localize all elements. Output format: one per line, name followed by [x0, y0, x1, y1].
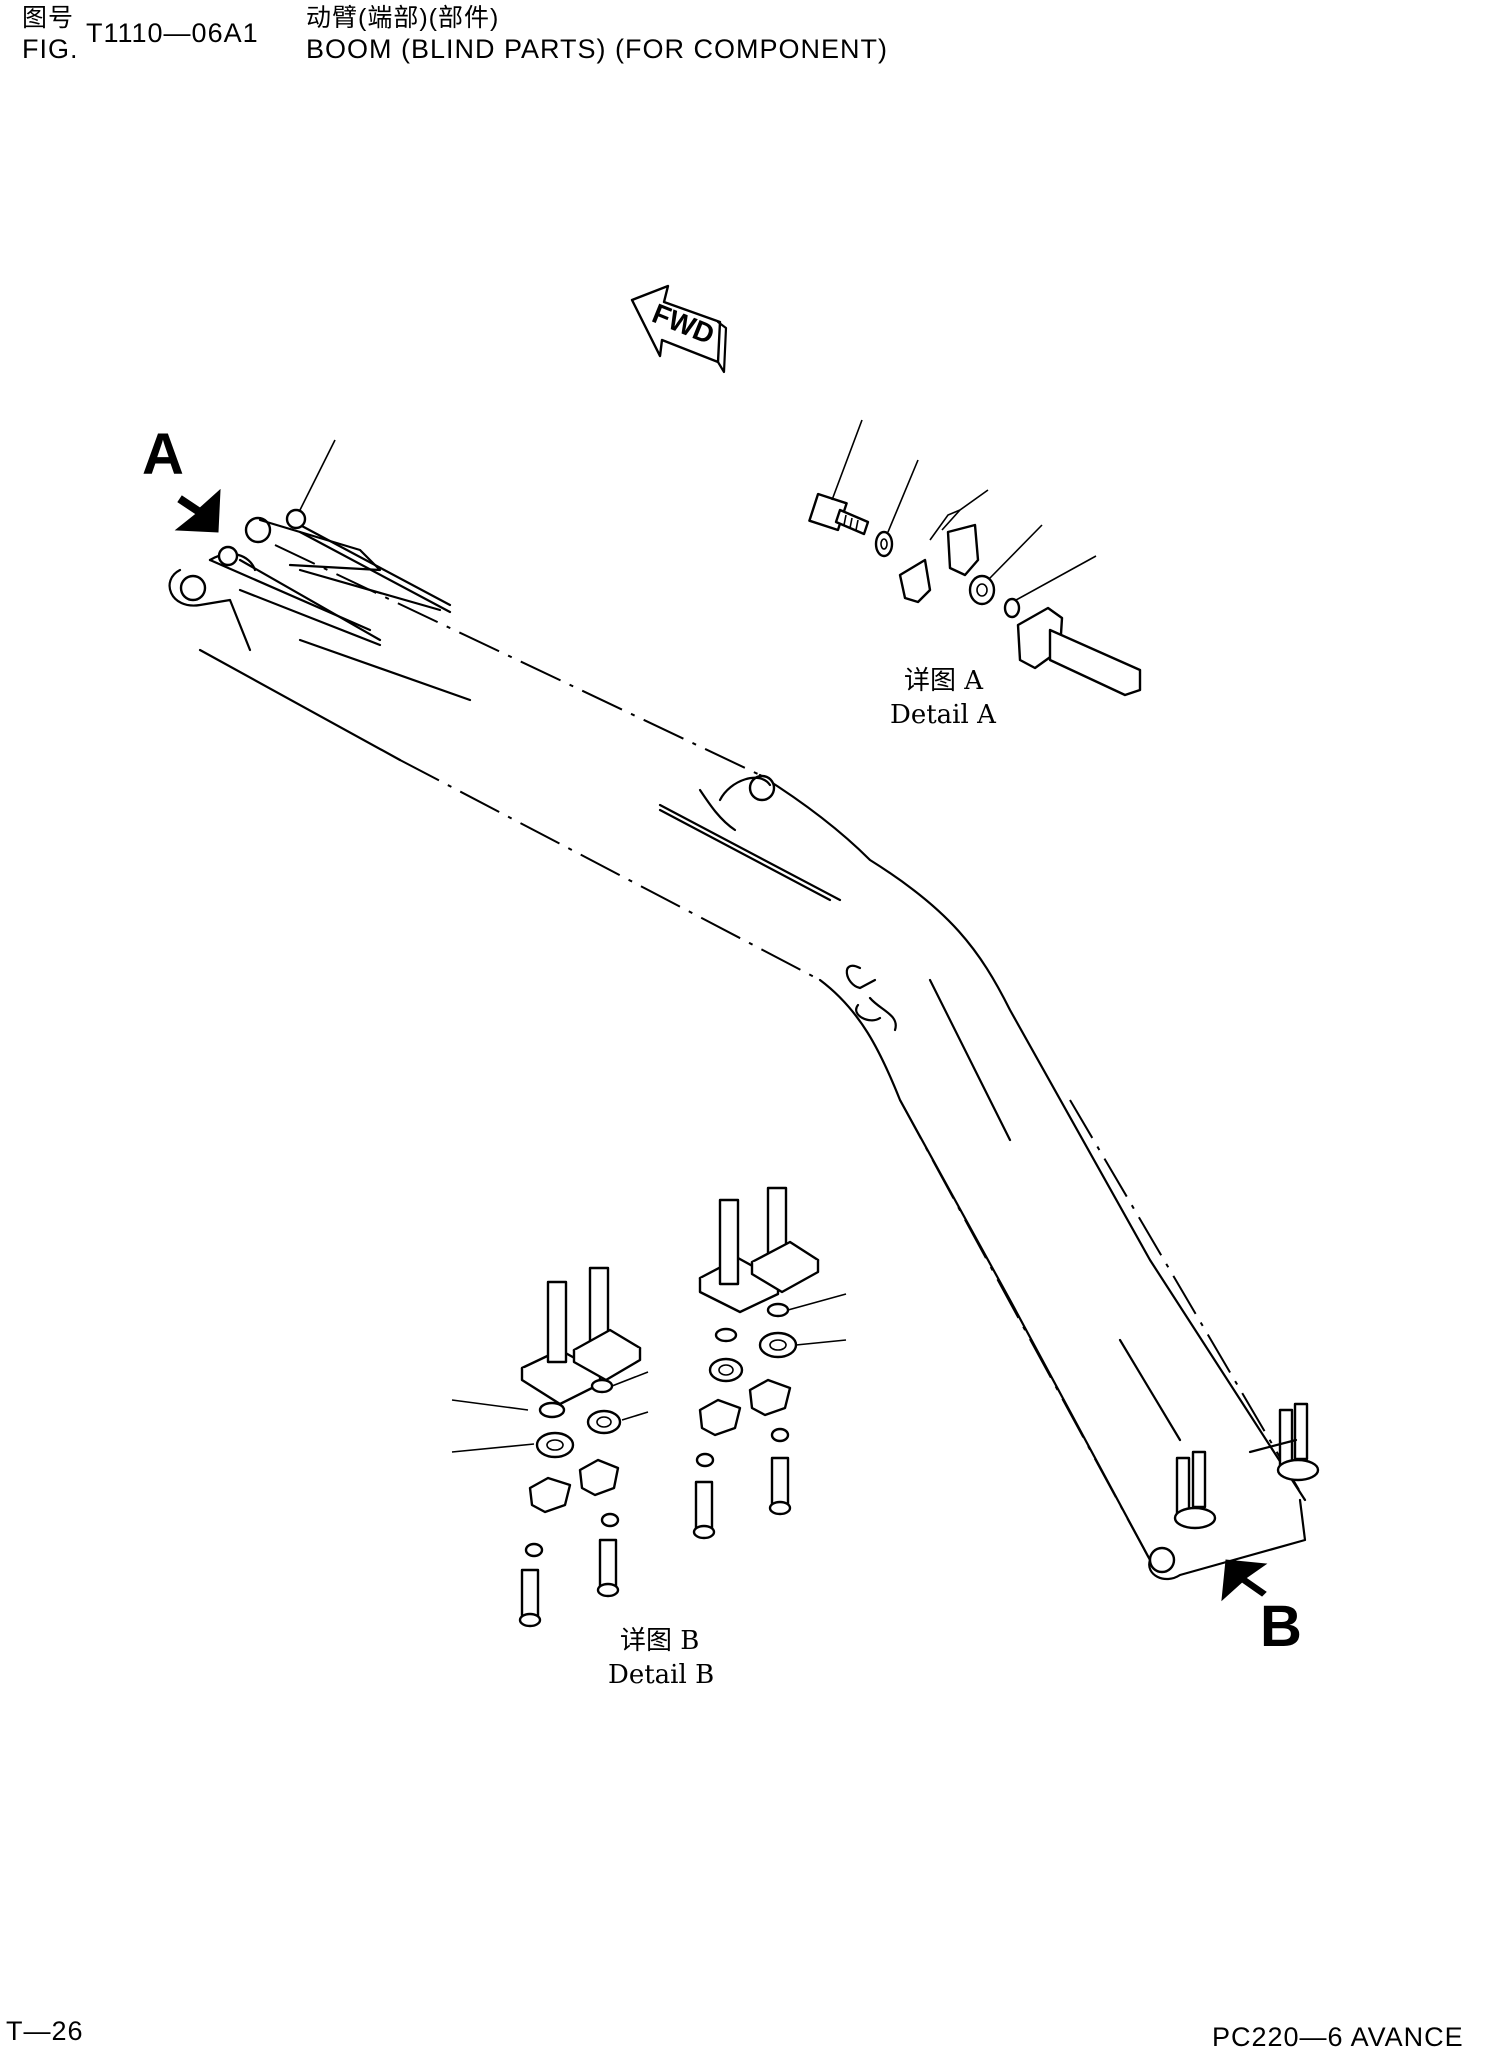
model-name: PC220—6 AVANCE: [1212, 2022, 1464, 2052]
tip-pins: [1173, 1402, 1320, 1530]
fig-number: T1110—06A1: [86, 18, 259, 48]
detail-a-caption-cn: 详图 A: [904, 666, 984, 696]
callout-b-arrow: [1221, 1559, 1268, 1602]
detail-a-caption-en: Detail A: [890, 700, 996, 730]
fwd-arrow: FWD: [630, 284, 728, 374]
detail-b-parts: [451, 1186, 847, 1628]
callout-b-label: B: [1260, 1594, 1302, 1659]
fig-label-en: FIG.: [22, 34, 79, 64]
boom-body: [168, 439, 1320, 1581]
detail-a-parts: [808, 419, 1142, 697]
detail-b-caption-en: Detail B: [608, 1660, 715, 1690]
detail-b-caption-cn: 详图 B: [620, 1626, 700, 1656]
page-number: T—26: [6, 2016, 84, 2046]
title-en: BOOM (BLIND PARTS) (FOR COMPONENT): [306, 34, 889, 64]
callout-a-label: A: [142, 422, 184, 487]
fig-label-cn: 图号: [22, 4, 75, 32]
callout-a-arrow: [174, 488, 221, 533]
title-cn: 动臂(端部)(部件): [306, 4, 500, 32]
